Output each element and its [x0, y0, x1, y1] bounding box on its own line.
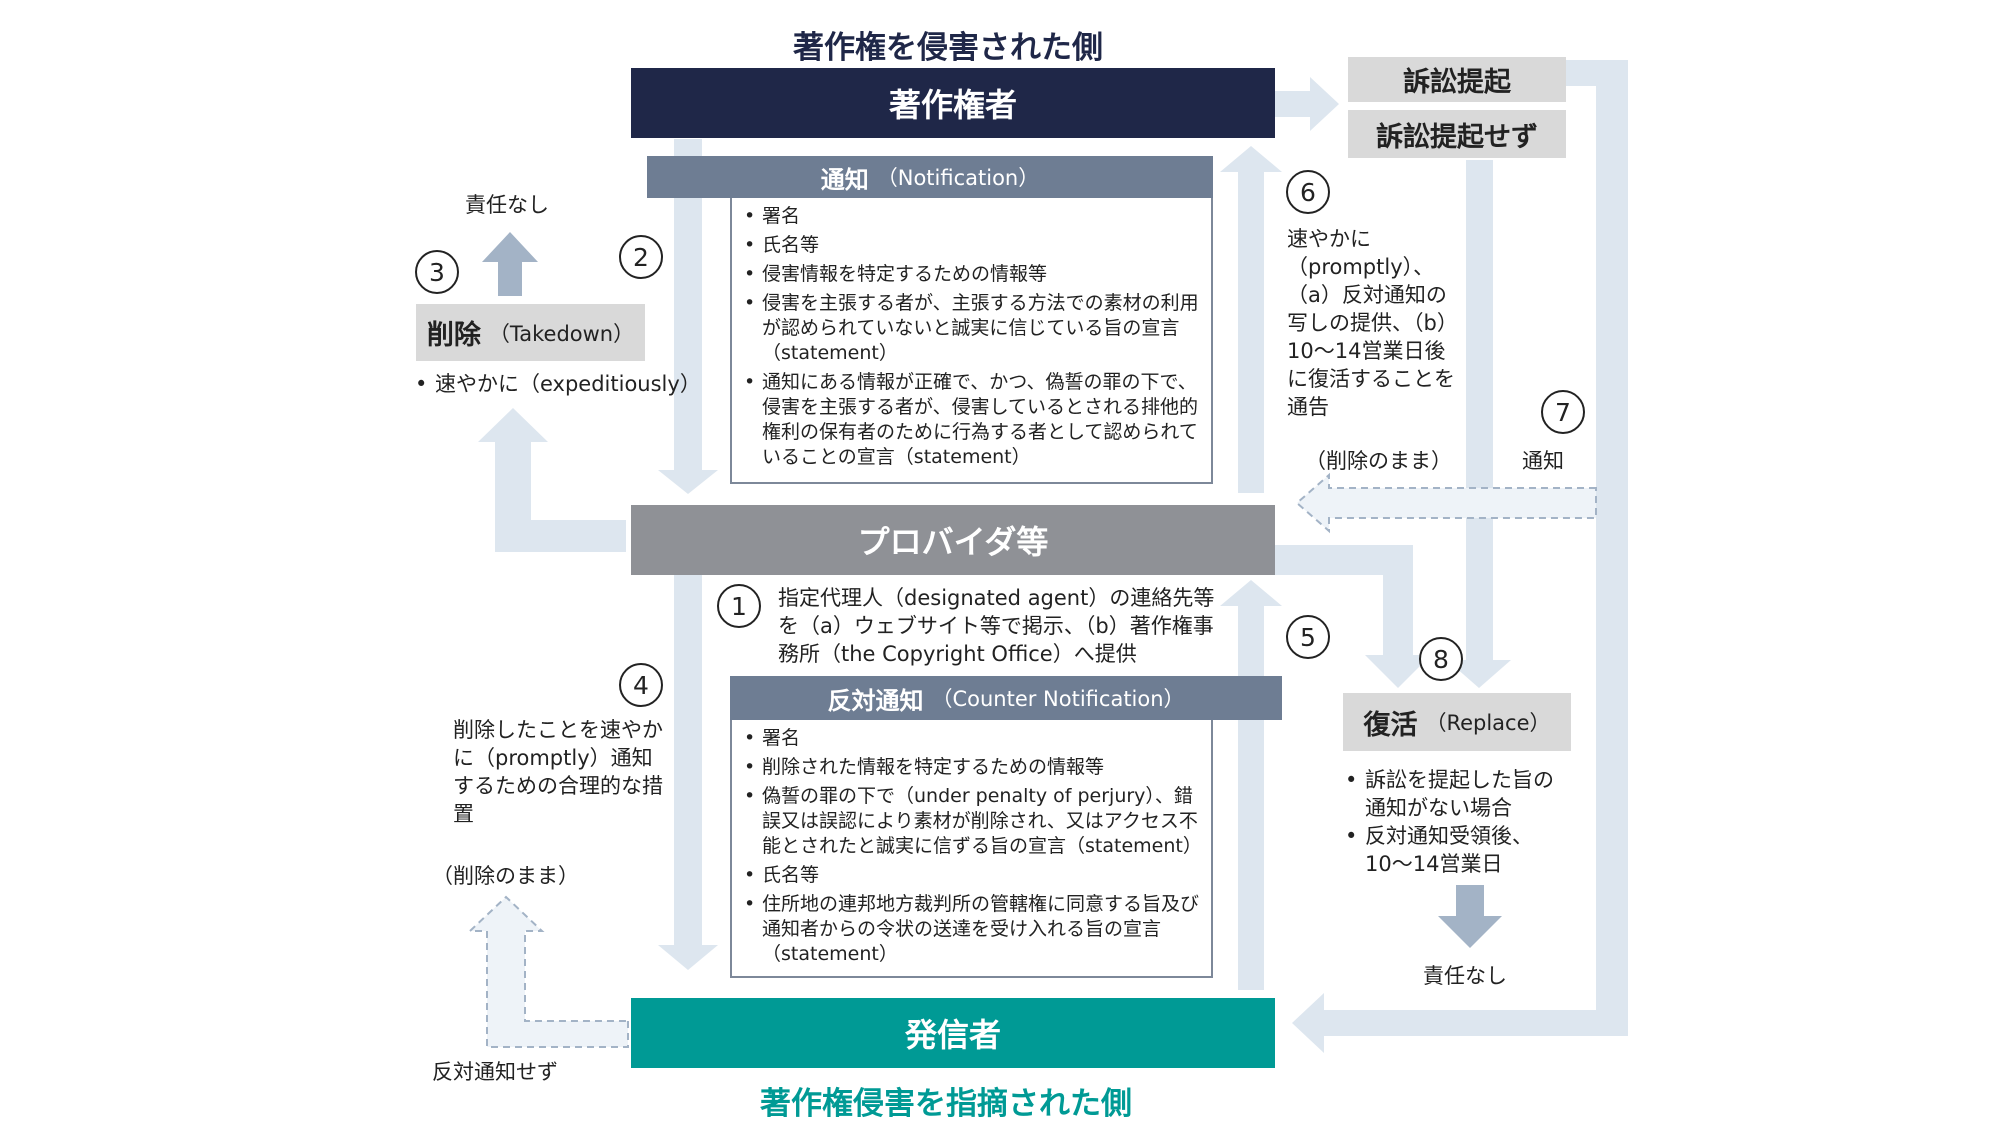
counter-notification-item: 削除された情報を特定するための情報等 — [740, 755, 1201, 780]
arrow-notification-down — [658, 139, 718, 494]
no-counter-notification: 反対通知せず — [432, 1060, 558, 1084]
replace-no-liability: 責任なし — [1423, 964, 1507, 988]
takedown-box: 削除 （Takedown） — [416, 304, 645, 361]
still-deleted-right: （削除のまま） — [1305, 449, 1452, 473]
arrow-provider-to-sender — [658, 568, 718, 970]
counter-notification-item: 住所地の連邦地方裁判所の管轄権に同意する旨及び通知者からの令状の送達を受け入れる… — [740, 892, 1201, 967]
arrow-still-deleted-left — [467, 895, 629, 1048]
arrow-takedown-no-liability — [482, 232, 538, 296]
counter-notification-header: 反対通知 （Counter Notification） — [730, 676, 1282, 720]
arrow-counter-up — [1220, 580, 1282, 990]
lawsuit-filed-box: 訴訟提起 — [1348, 57, 1566, 102]
step-2-badge: 2 — [619, 235, 663, 279]
step-4-badge: 4 — [619, 663, 663, 707]
lawsuit-not-filed-box: 訴訟提起せず — [1348, 110, 1566, 158]
infringed-side-title: 著作権を侵害された側 — [793, 30, 1103, 66]
counter-notification-item: 氏名等 — [740, 863, 1201, 888]
notification-item: 氏名等 — [740, 233, 1201, 258]
accused-side-title: 著作権侵害を指摘された側 — [760, 1086, 1132, 1122]
replace-bullets: 訴訟を提起した旨の通知がない場合 反対通知受領後、10〜14営業日 — [1343, 766, 1573, 878]
notification-item: 署名 — [740, 204, 1201, 229]
provider-box: プロバイダ等 — [631, 505, 1275, 575]
arrow-provider-to-takedown — [478, 408, 626, 552]
notification-items: 署名 氏名等 侵害情報を特定するための情報等 侵害を主張する者が、主張する方法で… — [732, 198, 1211, 470]
takedown-bullet: 速やかに（expeditiously） — [413, 370, 701, 398]
arrow-provider-to-replace — [1275, 545, 1431, 688]
step-8-badge: 8 — [1419, 637, 1463, 681]
replace-bullet: 反対通知受領後、10〜14営業日 — [1343, 822, 1573, 878]
counter-notification-title: 反対通知 — [827, 686, 924, 715]
replace-box: 復活 （Replace） — [1343, 693, 1571, 751]
counter-notification-panel: 署名 削除された情報を特定するための情報等 偽誓の罪の下で（under pena… — [730, 718, 1213, 978]
notification-header: 通知 （Notification） — [647, 156, 1213, 198]
replace-bullet: 訴訟を提起した旨の通知がない場合 — [1343, 766, 1573, 822]
takedown-title-en: （Takedown） — [488, 321, 635, 346]
step-7-badge: 7 — [1541, 390, 1585, 434]
notification-title: 通知 — [820, 165, 869, 194]
notification-item: 通知にある情報が正確で、かつ、偽誓の罪の下で、侵害を主張する者が、侵害していると… — [740, 370, 1201, 470]
step-6-badge: 6 — [1286, 170, 1330, 214]
notification-item: 侵害を主張する者が、主張する方法での素材の利用が認められていないと誠実に信じてい… — [740, 291, 1201, 366]
step-4-text: 削除したことを速やかに（promptly）通知するための合理的な措置 — [453, 718, 663, 826]
notification-item: 侵害情報を特定するための情報等 — [740, 262, 1201, 287]
takedown-title: 削除 — [426, 320, 481, 351]
sender-box: 発信者 — [631, 998, 1275, 1068]
counter-notification-items: 署名 削除された情報を特定するための情報等 偽誓の罪の下で（under pena… — [732, 720, 1211, 967]
step-1-text: 指定代理人（designated agent）の連絡先等を（a）ウェブサイト等で… — [778, 586, 1215, 666]
counter-notification-title-en: （Counter Notification） — [931, 687, 1185, 711]
counter-notification-item: 偽誓の罪の下で（under penalty of perjury）、錯誤又は誤認… — [740, 784, 1202, 859]
arrow-replace-no-liability — [1438, 885, 1502, 948]
copyright-holder-box: 著作権者 — [631, 68, 1275, 138]
notification-panel: 署名 氏名等 侵害情報を特定するための情報等 侵害を主張する者が、主張する方法で… — [730, 196, 1213, 484]
replace-title-en: （Replace） — [1425, 711, 1551, 735]
notification-title-en: （Notification） — [876, 166, 1040, 190]
step-3-badge: 3 — [415, 250, 459, 294]
arrow-provider-to-holder — [1220, 146, 1282, 493]
takedown-no-liability: 責任なし — [465, 193, 549, 217]
arrow-still-deleted-right — [1295, 472, 1597, 534]
step-6-text: 速やかに（promptly）、（a）反対通知の写しの提供、（b）10〜14営業日… — [1287, 227, 1455, 419]
step-5-badge: 5 — [1286, 615, 1330, 659]
arrow-notfiled-to-replace — [1447, 160, 1511, 688]
replace-title: 復活 — [1363, 709, 1418, 741]
takedown-bullets: 速やかに（expeditiously） — [413, 370, 701, 398]
step-7-text: 通知 — [1522, 449, 1564, 473]
arrow-holder-to-lawsuit — [1275, 77, 1339, 131]
step-1-badge: 1 — [717, 584, 761, 628]
counter-notification-item: 署名 — [740, 726, 1201, 751]
still-deleted-left: （削除のまま） — [432, 864, 579, 888]
